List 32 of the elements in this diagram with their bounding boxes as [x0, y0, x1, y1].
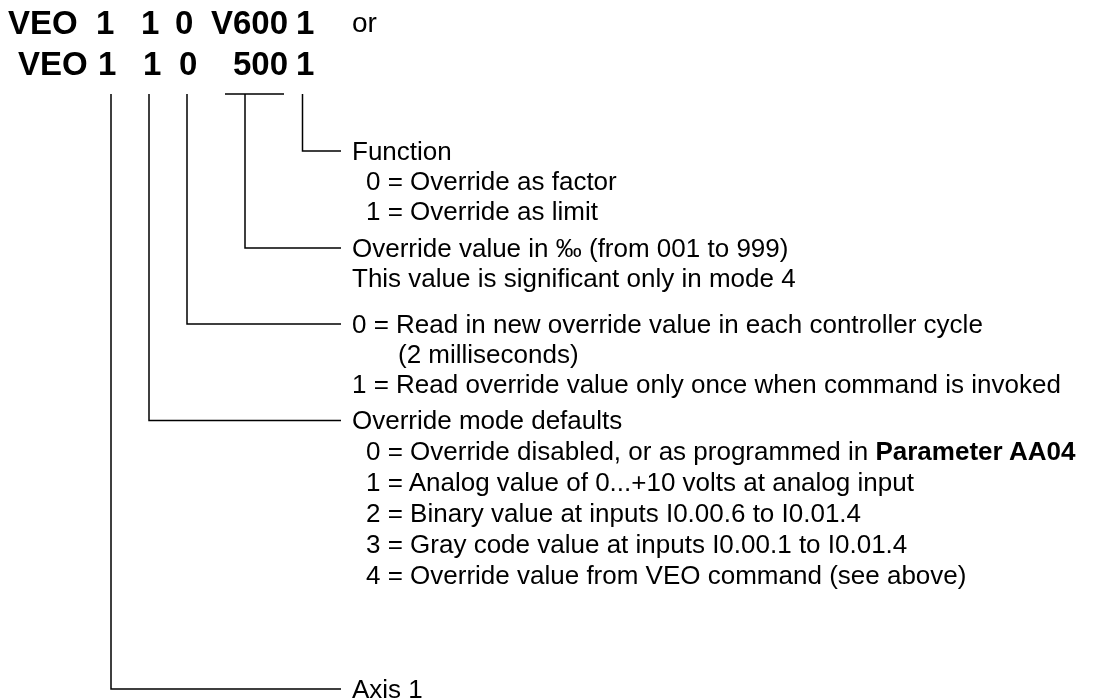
- command-digit: 0: [179, 44, 198, 84]
- leader-line: [224, 93, 342, 249]
- command-keyword: VEO: [8, 3, 78, 43]
- command-digit: 1: [141, 3, 160, 43]
- command-digit: 1: [98, 44, 117, 84]
- description-text: This value is significant only in mode 4: [352, 263, 796, 293]
- or-text: or: [352, 6, 377, 40]
- description-text: 3 = Gray code value at inputs I0.00.1 to I0.01.4: [366, 529, 909, 560]
- leader-line: [110, 93, 342, 690]
- description-text: 1 = Read override value only once when command is invoked: [352, 369, 1061, 399]
- description-heading: Function: [352, 136, 453, 166]
- description-text: 0 = Override disabled, or as programmed in Parameter AA04: [366, 436, 1076, 467]
- description-text: 1 = Analog value of 0...+10 volts at analog input: [366, 467, 915, 498]
- leader-line: [301, 93, 342, 152]
- command-digit: 1: [296, 3, 315, 43]
- command-keyword: VEO: [18, 44, 88, 84]
- description-heading: Override value in ‰ (from 001 to 999): [352, 233, 790, 263]
- description-text: 1 = Override as limit: [366, 196, 599, 226]
- description-heading: Override mode defaults: [352, 405, 624, 436]
- leader-line: [148, 93, 342, 422]
- command-digit: 1: [96, 3, 115, 43]
- description-text: 2 = Binary value at inputs I0.00.6 to I0.01.4: [366, 498, 863, 529]
- command-digit: 0: [175, 3, 194, 43]
- leader-line: [186, 93, 342, 325]
- command-digit: 1: [143, 44, 162, 84]
- command-digit: 1: [296, 44, 315, 84]
- description-text: 0 = Override as factor: [366, 166, 617, 196]
- description-text: Axis 1: [352, 674, 423, 700]
- description-text: 0 = Read in new override value in each controller cycle (2 milliseconds): [352, 309, 984, 369]
- command-value: V600: [211, 3, 289, 43]
- command-digit: 500: [233, 44, 289, 84]
- description-text: 4 = Override value from VEO command (see above): [366, 560, 968, 591]
